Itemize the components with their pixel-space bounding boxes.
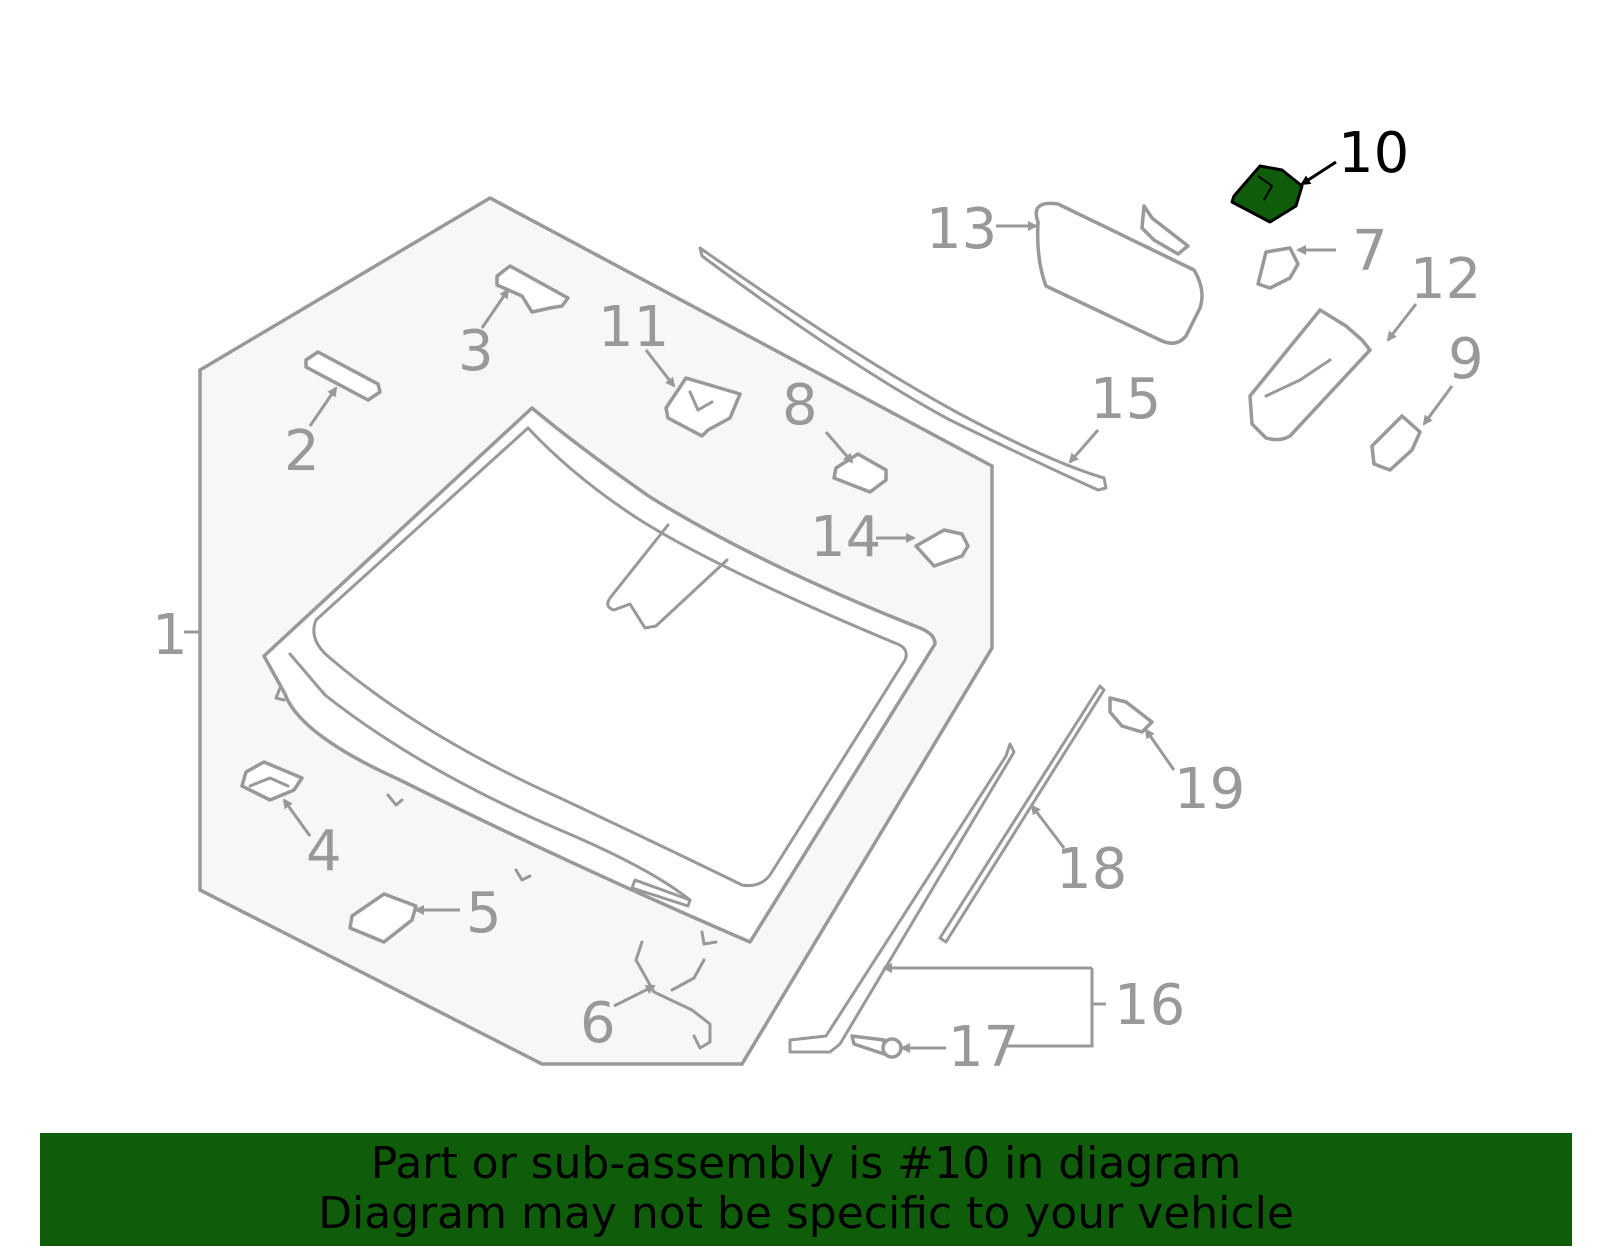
callout-4: 4	[306, 819, 342, 884]
banner-line-1: Part or sub-assembly is #10 in diagram	[370, 1138, 1242, 1189]
part-18-molding[interactable]	[938, 684, 1106, 944]
callout-5: 5	[466, 881, 502, 946]
part-15-molding[interactable]	[698, 246, 1108, 492]
callout-13: 13	[926, 197, 997, 262]
part-9-clip[interactable]	[1370, 414, 1422, 472]
part-7-sensor[interactable]	[1256, 246, 1300, 290]
part-11-mount[interactable]	[664, 376, 742, 438]
part-10-highlighted[interactable]	[1230, 164, 1304, 224]
part-19-clip[interactable]	[1108, 696, 1154, 734]
callout-18: 18	[1056, 837, 1127, 902]
part-6-wire[interactable]	[634, 940, 712, 1050]
leader-lines	[184, 160, 1454, 1053]
part-17-screw[interactable]	[850, 1034, 903, 1059]
part-14-cover[interactable]	[914, 528, 970, 568]
callout-9: 9	[1448, 327, 1484, 392]
callout-16: 16	[1114, 973, 1185, 1038]
info-banner: Part or sub-assembly is #10 in diagram D…	[40, 1133, 1572, 1246]
callout-19: 19	[1174, 757, 1245, 822]
part-2-clip[interactable]	[304, 350, 382, 402]
callout-11: 11	[598, 295, 669, 360]
callout-12: 12	[1410, 247, 1481, 312]
part-13-mirror[interactable]	[1034, 201, 1204, 345]
callout-1: 1	[152, 603, 188, 668]
part-5-bracket[interactable]	[348, 892, 418, 944]
part-12-console[interactable]	[1248, 308, 1372, 442]
callout-2: 2	[284, 419, 320, 484]
callout-17: 17	[948, 1015, 1019, 1080]
windshield-glass[interactable]	[262, 406, 937, 946]
part-4-bracket[interactable]	[240, 760, 304, 802]
callout-8: 8	[782, 373, 818, 438]
banner-line-2: Diagram may not be specific to your vehi…	[318, 1188, 1294, 1239]
callout-7: 7	[1352, 219, 1388, 284]
part-16-molding[interactable]	[788, 742, 1016, 1054]
callout-15: 15	[1090, 367, 1161, 432]
callout-14: 14	[810, 505, 881, 570]
callout-3: 3	[458, 319, 494, 384]
callout-6: 6	[580, 991, 616, 1056]
callout-10: 10	[1338, 121, 1409, 186]
